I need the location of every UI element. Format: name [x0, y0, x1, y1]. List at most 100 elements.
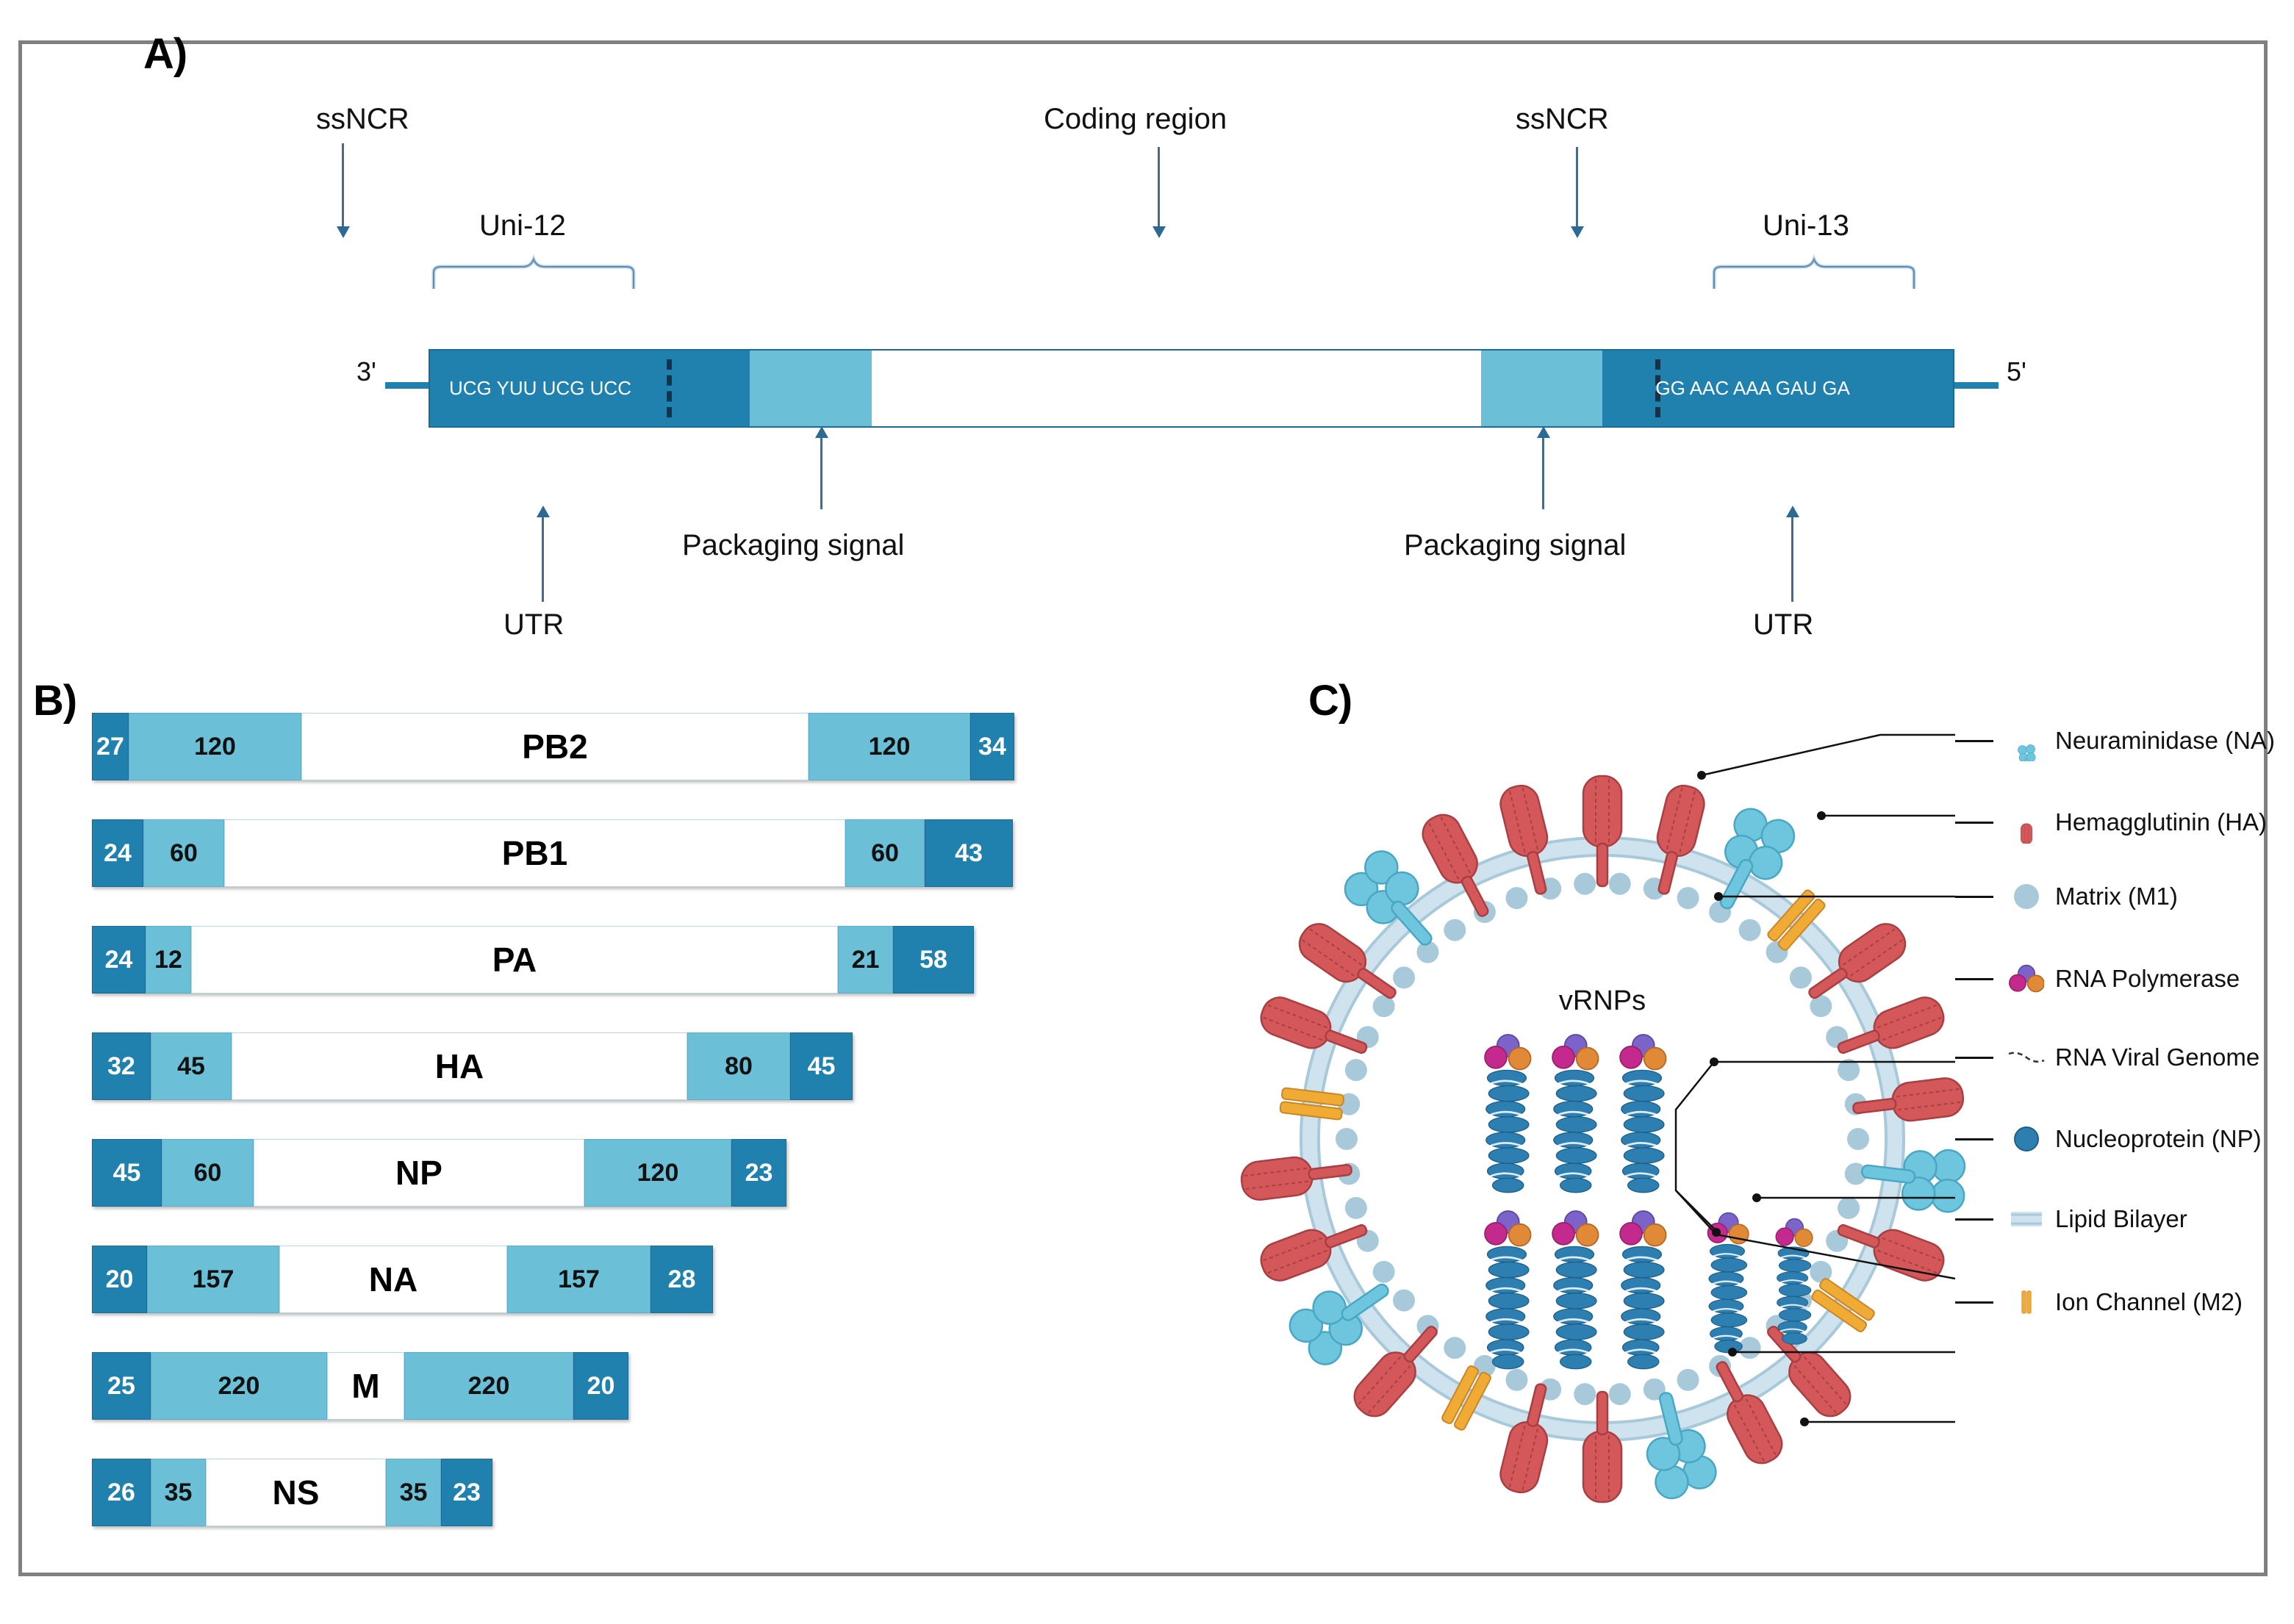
- neuraminidase-icon: [2005, 720, 2048, 761]
- segment-bar-M-cell-3-length: 220: [404, 1352, 573, 1420]
- label-5prime: 5': [2007, 356, 2026, 387]
- segment-packaging-left: [750, 351, 872, 426]
- label-packaging-right: Packaging signal: [1404, 529, 1627, 561]
- sequence-right: GG AAC AAA GAU GA: [1655, 377, 1850, 399]
- coding-region-arrowhead: [1153, 226, 1166, 238]
- panel-b-letter: B): [33, 677, 77, 725]
- vrnp-unit: [1483, 1033, 1532, 1194]
- nucleoprotein-icon: [2005, 1124, 2048, 1154]
- segment-bar-NP-cell-3-length: 120: [584, 1139, 731, 1207]
- segment-bar-PB2-cell-0-length: 27: [92, 713, 129, 780]
- segment-bar-PA-cell-0-length: 24: [92, 926, 146, 994]
- segment-bar-PB1-cell-3-length: 60: [845, 819, 925, 887]
- segment-bar-NS-cell-3-length: 35: [386, 1459, 441, 1526]
- segment-bar-NP-cell-1-length: 60: [162, 1139, 254, 1207]
- packaging-left-arrowhead: [815, 426, 828, 438]
- coding-region-line: [1158, 147, 1160, 228]
- virion-diagram: vRNPs: [1239, 775, 1971, 1503]
- legend-label: Neuraminidase (NA): [2055, 727, 2275, 754]
- segment-bar-NA-cell-1-length: 157: [147, 1246, 279, 1313]
- segment-bar-NA-cell-4-length: 28: [650, 1246, 713, 1313]
- ssncr-right-arrowhead: [1571, 226, 1584, 238]
- panel-c: C): [1169, 676, 2294, 1624]
- hemagglutinin-icon: [1850, 1075, 1966, 1129]
- label-packaging-left: Packaging signal: [682, 529, 905, 561]
- rna-genome-icon: [2005, 1049, 2048, 1066]
- vrnp-unit: [1551, 1033, 1599, 1194]
- label-ssncr-left: ssNCR: [316, 103, 409, 135]
- segment-bar-PA-cell-2-name: PA: [191, 926, 838, 994]
- segment-bar-NS-cell-2-name: NS: [206, 1459, 386, 1526]
- legend-label: Lipid Bilayer: [2055, 1205, 2187, 1232]
- neuraminidase-icon: [1857, 1138, 1971, 1216]
- vrnps-label: vRNPs: [1559, 985, 1646, 1016]
- ssncr-right-line: [1576, 147, 1578, 228]
- panel-c-letter: C): [1308, 677, 1352, 725]
- segment-utr-left: UCG YUU UCG UCC: [430, 351, 750, 426]
- utr-left-arrowhead: [537, 506, 550, 517]
- legend-leader-dash: [1955, 977, 1993, 980]
- segment-bar-NA-cell-3-length: 157: [507, 1246, 650, 1313]
- legend-label: Matrix (M1): [2055, 883, 2178, 910]
- utr-right-line: [1791, 517, 1793, 602]
- segment-bar-NS-cell-1-length: 35: [151, 1459, 206, 1526]
- segment-bar-NA-cell-0-length: 20: [92, 1246, 147, 1313]
- legend-leader-dash: [1955, 821, 1993, 824]
- legend-label: Nucleoprotein (NP): [2055, 1125, 2262, 1152]
- segment-bar-NS-cell-4-length: 23: [441, 1459, 492, 1526]
- dash-divider-right: [1655, 359, 1660, 417]
- legend-item-matrix: Matrix (M1): [1955, 882, 2178, 911]
- legend-leader-dash: [1955, 739, 1993, 742]
- ssncr-left-arrowhead: [337, 226, 350, 238]
- segment-bar-PA-cell-3-length: 21: [838, 926, 893, 994]
- segment-bar-PB1-cell-2-name: PB1: [224, 819, 845, 887]
- packaging-left-line: [820, 432, 822, 509]
- uni12-brace: [431, 254, 637, 290]
- segment-bar-PB1-cell-0-length: 24: [92, 819, 143, 887]
- ion-channel-icon: [2005, 1286, 2048, 1318]
- label-utr-right: UTR: [1753, 608, 1814, 641]
- tail-left: [385, 382, 431, 389]
- segment-bar-M-cell-1-length: 220: [151, 1352, 327, 1420]
- legend-label: RNA Viral Genome: [2055, 1043, 2260, 1071]
- hemagglutinin-icon: [1239, 1149, 1355, 1203]
- segment-bar-NP-cell-4-length: 23: [731, 1139, 786, 1207]
- segment-bar-NA-cell-2-name: NA: [279, 1246, 507, 1313]
- panel-a-letter: A): [143, 30, 187, 78]
- segment-bar-PB2-cell-2-name: PB2: [301, 713, 809, 780]
- genome-segment-bar: UCG YUU UCG UCC GG AAC AAA GAU GA: [429, 349, 1954, 428]
- segment-bar-M-cell-4-length: 20: [573, 1352, 628, 1420]
- uni13-brace: [1711, 254, 1917, 290]
- hemagglutinin-icon: [2005, 801, 2048, 844]
- utr-left-line: [542, 517, 544, 602]
- segment-bar-HA-cell-3-length: 80: [687, 1032, 790, 1100]
- segment-bar-PB1-cell-4-length: 43: [925, 819, 1013, 887]
- hemagglutinin-icon: [1582, 775, 1623, 888]
- packaging-right-line: [1542, 432, 1544, 509]
- dash-divider-left: [666, 359, 672, 417]
- legend-item-lipid-bilayer: Lipid Bilayer: [1955, 1205, 2187, 1233]
- segment-bar-PA-cell-1-length: 12: [146, 926, 191, 994]
- legend-item-nucleoprotein: Nucleoprotein (NP): [1955, 1124, 2262, 1154]
- segment-bar-PB2-cell-1-length: 120: [129, 713, 301, 780]
- legend-label: Ion Channel (M2): [2055, 1288, 2243, 1315]
- segment-bar-NS-cell-0-length: 26: [92, 1459, 151, 1526]
- segment-bar-HA-cell-2-name: HA: [232, 1032, 687, 1100]
- legend-leader-dash: [1955, 1056, 1993, 1059]
- packaging-right-arrowhead: [1537, 426, 1550, 438]
- legend-item-rna-polymerase: RNA Polymerase: [1955, 963, 2240, 995]
- segment-bar-NP-cell-0-length: 45: [92, 1139, 162, 1207]
- sequence-left: UCG YUU UCG UCC: [449, 377, 631, 399]
- label-utr-left: UTR: [503, 608, 564, 641]
- segment-bar-HA-cell-4-length: 45: [790, 1032, 853, 1100]
- legend-label: Hemagglutinin (HA): [2055, 808, 2267, 836]
- figure-frame: A) ssNCR Coding region ssNCR Uni-12 Uni-…: [18, 30, 2275, 1576]
